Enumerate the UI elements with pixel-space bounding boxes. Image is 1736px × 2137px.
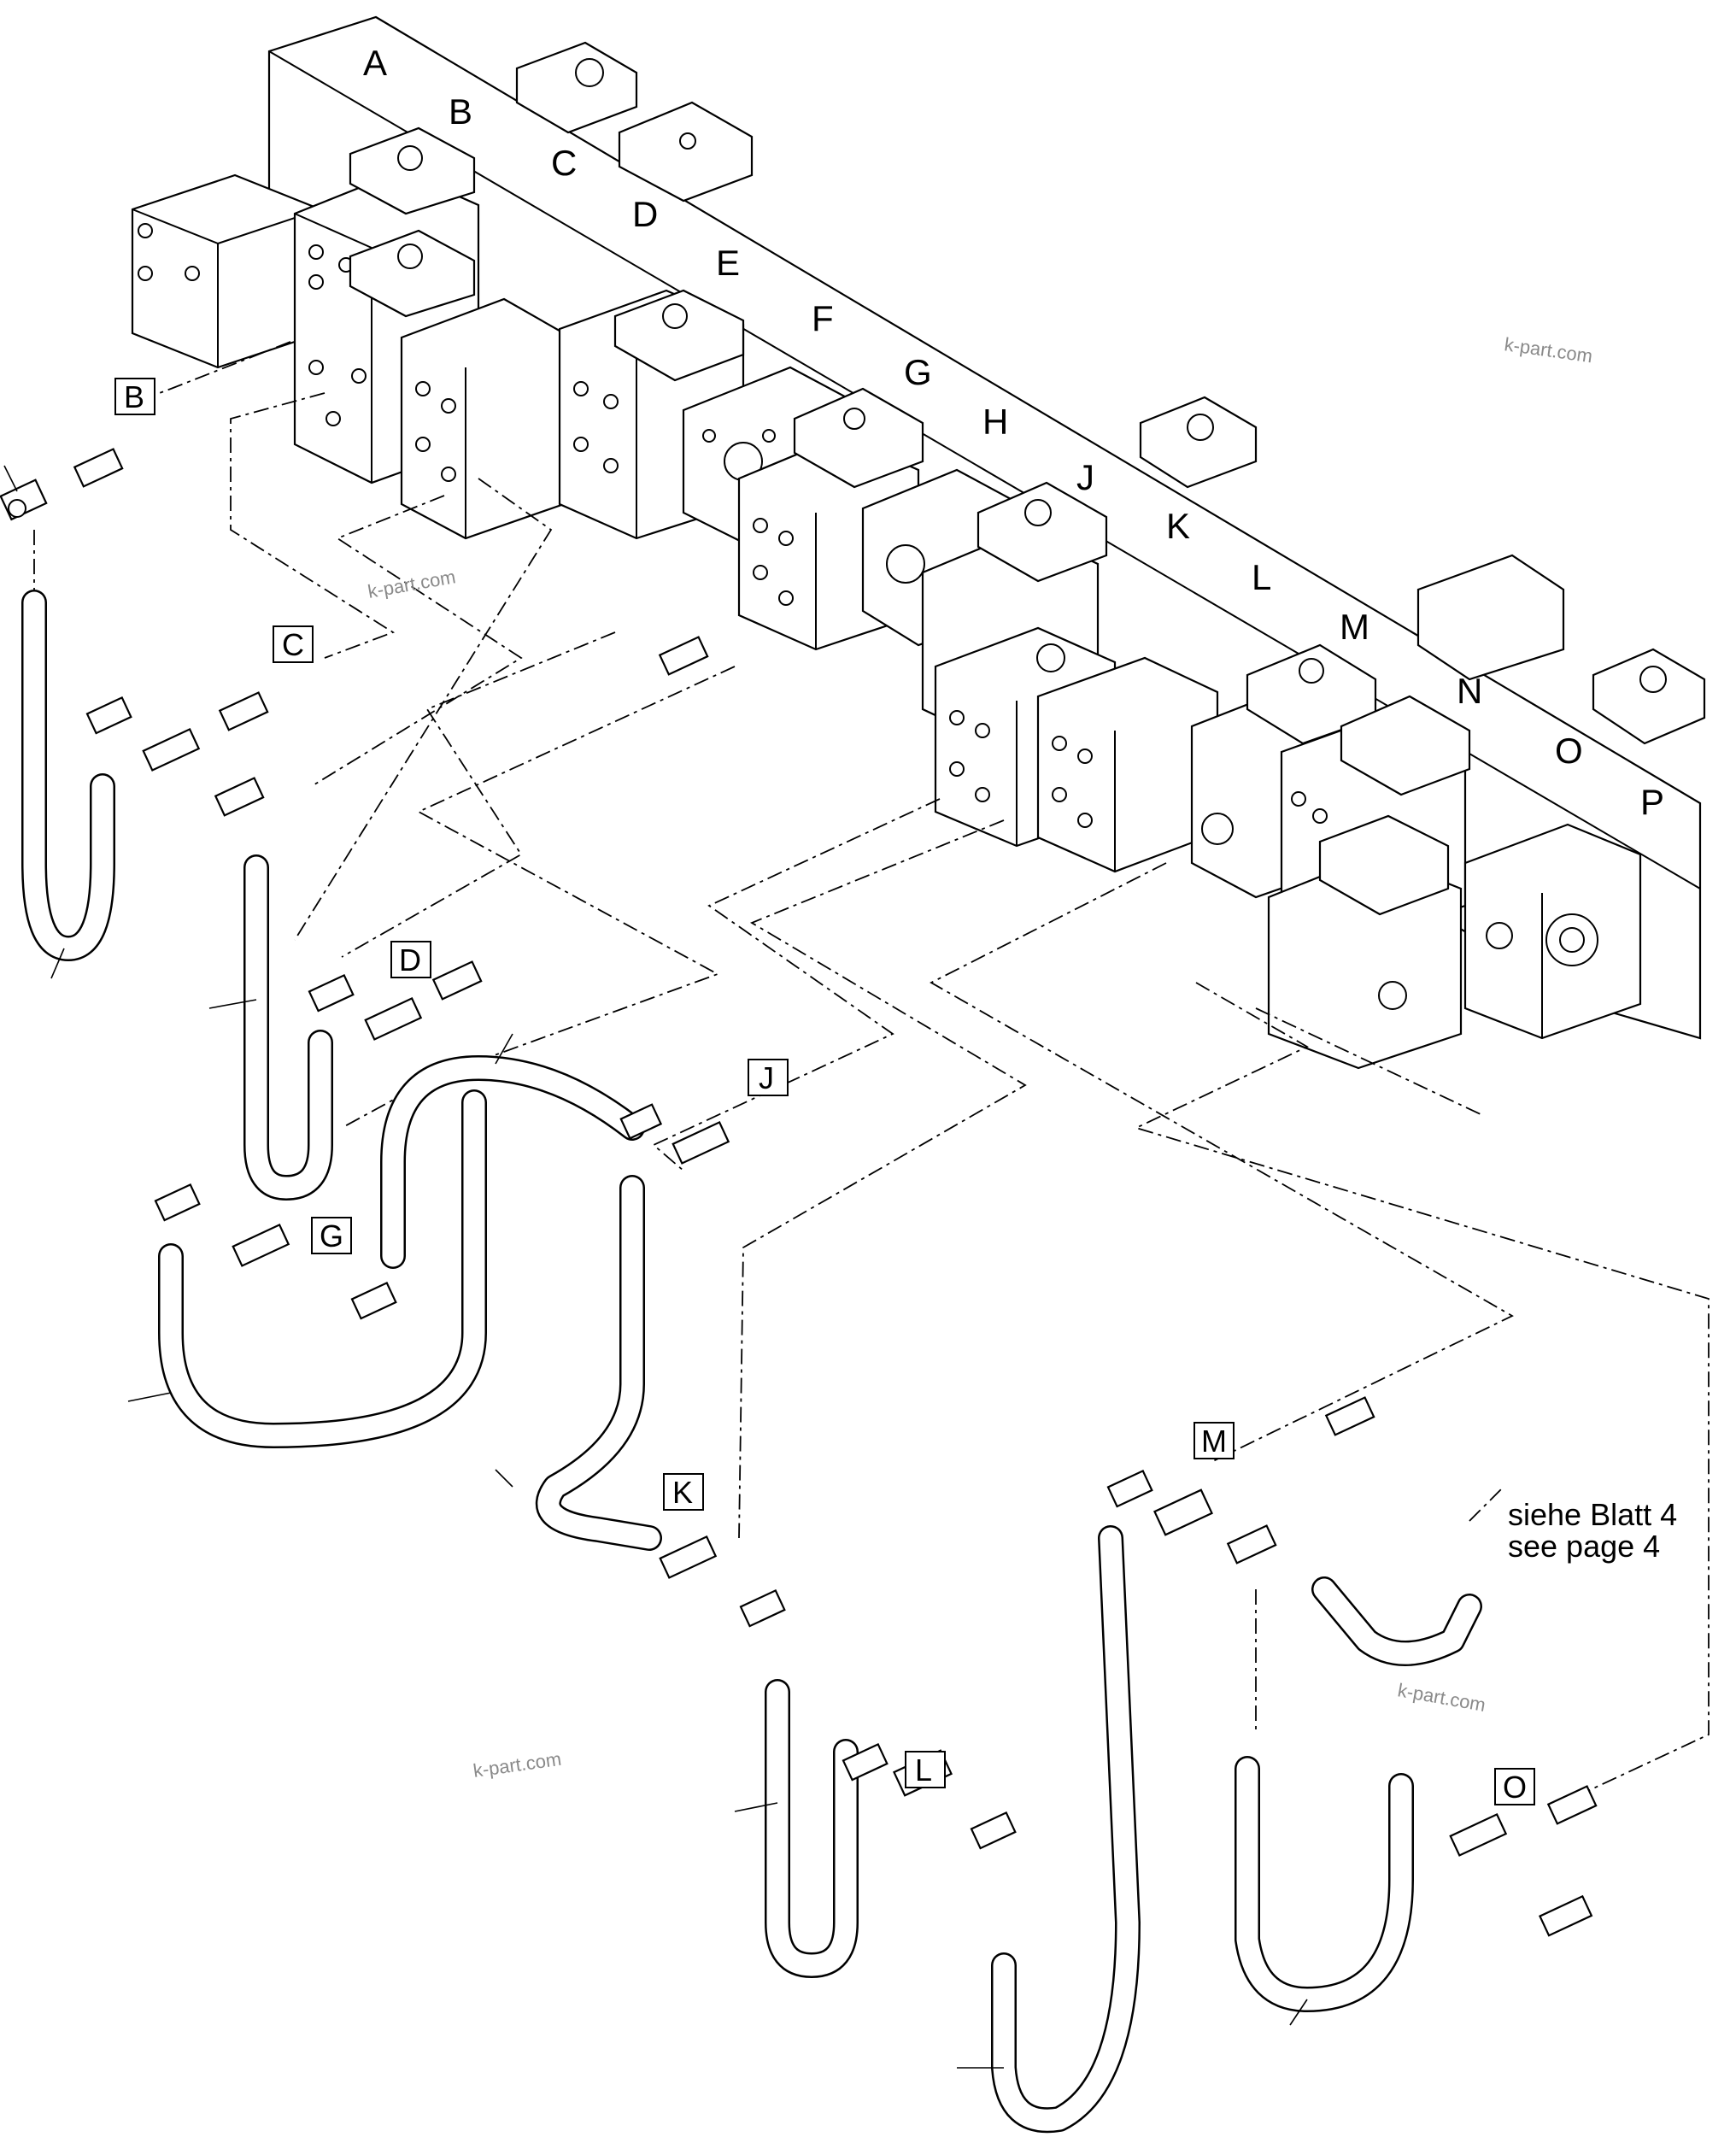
fitting-block-M	[1153, 1488, 1213, 1536]
svg-text:K: K	[672, 1475, 693, 1510]
block-label-L: L	[1252, 557, 1271, 597]
fitting-elbow-C	[85, 696, 132, 735]
fitting-hose-end-J	[619, 1103, 663, 1140]
fitting-tee-O	[1449, 1812, 1508, 1857]
block-label-K: K	[1166, 506, 1190, 546]
svg-text:L: L	[915, 1752, 932, 1788]
valve-block-D	[400, 297, 566, 540]
fitting-tee-K	[659, 1535, 718, 1579]
svg-text:D: D	[399, 942, 421, 978]
svg-text:J: J	[759, 1060, 774, 1095]
hoses	[21, 590, 1482, 2134]
flange-top-3	[1139, 396, 1258, 489]
fitting-adapter-C	[218, 691, 269, 731]
fitting-adapter-O	[1546, 1785, 1598, 1825]
watermark-1: k-part.com	[1503, 333, 1593, 367]
fitting-adapter-F	[658, 636, 709, 676]
fitting-elbow-K	[739, 1588, 786, 1628]
fitting-tee-C	[142, 727, 201, 772]
fitting-elbow-G	[154, 1183, 201, 1222]
callout-L: L	[905, 1751, 946, 1788]
svg-text:B: B	[124, 379, 144, 414]
flange-top-5	[1416, 554, 1565, 681]
block-label-N: N	[1457, 671, 1482, 711]
fitting-tee-M	[1226, 1524, 1277, 1565]
fitting-elbow-L2	[842, 1742, 889, 1782]
block-label-O: O	[1555, 731, 1583, 771]
svg-text:C: C	[282, 627, 304, 662]
block-label-J: J	[1076, 457, 1094, 497]
block-label-A: A	[363, 43, 387, 83]
fitting-elbow-G2	[350, 1281, 397, 1320]
block-label-E: E	[716, 243, 740, 283]
fitting-elbow-M	[1106, 1469, 1153, 1508]
valve-body-left	[131, 173, 322, 369]
callout-D: D	[390, 941, 431, 978]
fitting-elbow-C2	[214, 777, 265, 817]
block-label-G: G	[904, 352, 932, 392]
svg-text:G: G	[320, 1218, 343, 1253]
block-label-M: M	[1340, 607, 1369, 647]
block-label-H: H	[982, 402, 1008, 442]
fitting-tee-B	[0, 478, 48, 521]
reference-note-line1: siehe Blatt 4	[1508, 1497, 1677, 1532]
watermark-3: k-part.com	[1396, 1679, 1487, 1716]
watermark-4: k-part.com	[472, 1748, 562, 1782]
block-label-D: D	[632, 194, 658, 234]
fitting-tee-G	[232, 1223, 290, 1267]
block-label-B: B	[449, 91, 472, 132]
svg-text:O: O	[1503, 1770, 1527, 1805]
fitting-tee-J	[672, 1120, 730, 1165]
callout-O: O	[1494, 1768, 1535, 1805]
leader-lines	[3, 465, 1308, 2069]
fitting-adapter-B	[73, 448, 124, 488]
flange-top-2	[618, 101, 754, 203]
reference-note-line2: see page 4	[1508, 1529, 1660, 1564]
block-label-C: C	[551, 143, 577, 183]
callout-G: G	[311, 1217, 352, 1254]
reference-note: siehe Blatt 4 see page 4	[1508, 1497, 1677, 1564]
fitting-adapter-M	[1324, 1396, 1375, 1436]
fitting-adapter-D	[431, 960, 483, 1001]
svg-text:M: M	[1201, 1424, 1227, 1459]
fitting-tee-O2	[1538, 1894, 1593, 1937]
connection-label-boxes: B C D G J K L M	[114, 378, 1535, 1805]
fitting-elbow-D	[308, 973, 355, 1013]
block-label-P: P	[1640, 782, 1664, 822]
callout-B: B	[114, 378, 155, 415]
flange-top-1	[515, 41, 638, 134]
valve-block-L	[1036, 656, 1219, 873]
manifold-assembly	[131, 15, 1706, 1070]
valve-block-labels: A B C D E F G H J K L M N O P	[363, 43, 1664, 822]
callout-J: J	[748, 1059, 789, 1096]
block-label-F: F	[812, 298, 834, 338]
fitting-elbow-L	[970, 1811, 1017, 1850]
callout-M: M	[1194, 1422, 1235, 1459]
callout-C: C	[273, 625, 314, 663]
callout-K: K	[663, 1473, 704, 1511]
valve-block-P	[1463, 823, 1642, 1040]
watermark-2: k-part.com	[367, 566, 458, 602]
fitting-tee-D	[364, 996, 423, 1041]
valve-block-O	[1267, 814, 1463, 1070]
flange-top-4	[1592, 648, 1706, 745]
